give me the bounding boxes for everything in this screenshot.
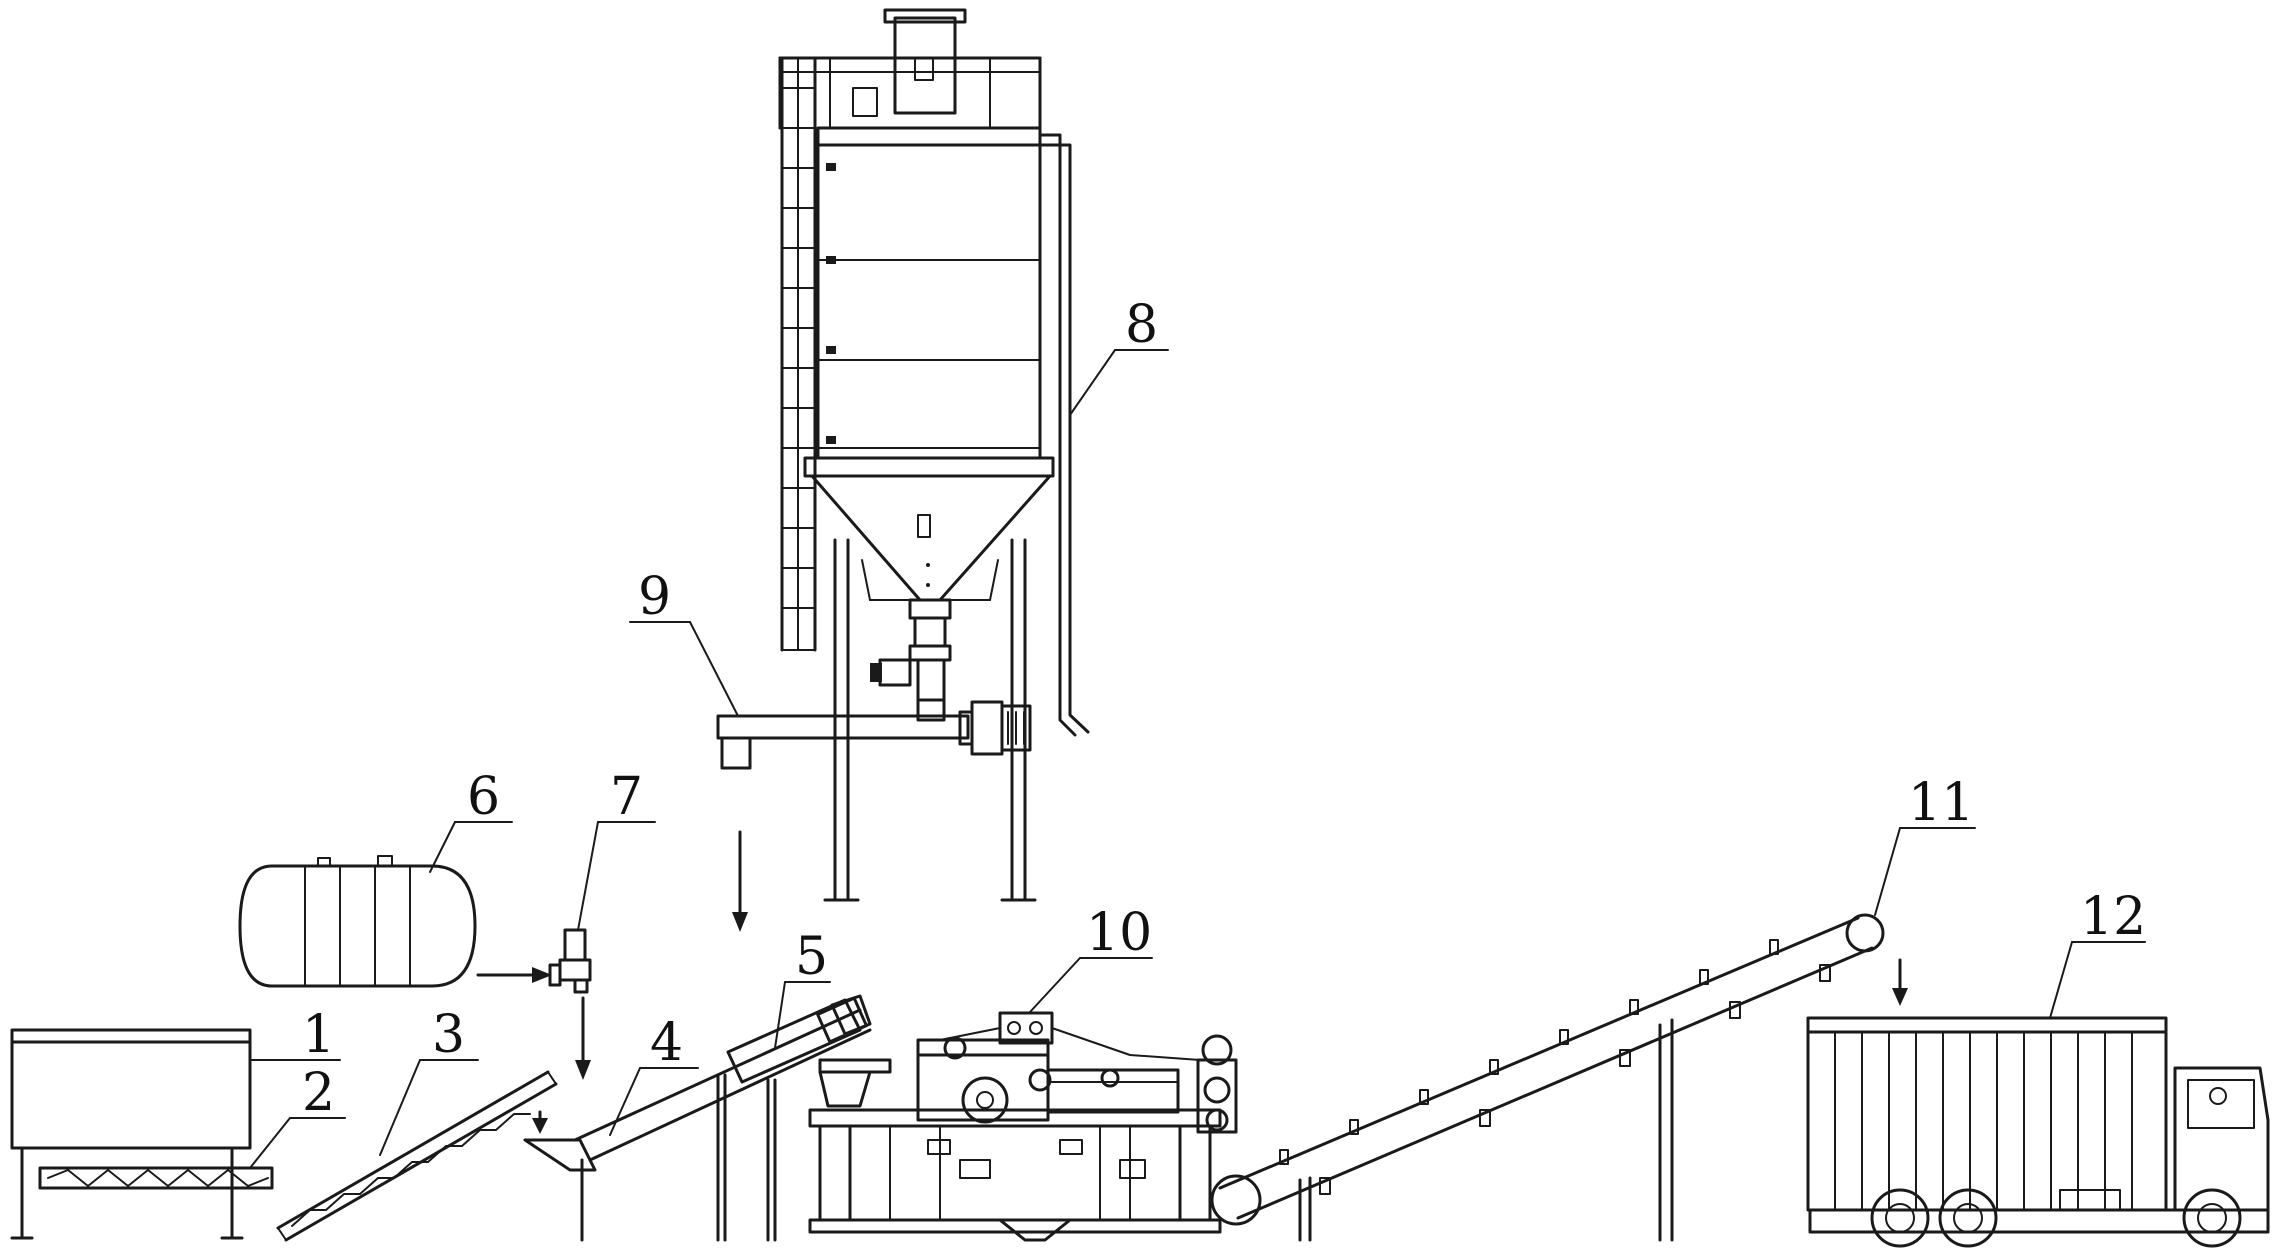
belt-filter-press-10 bbox=[808, 1011, 1238, 1242]
mixer-5 bbox=[726, 994, 872, 1242]
inclined-screw-4 bbox=[523, 1008, 872, 1242]
pump bbox=[548, 928, 592, 994]
discharge-conveyor-11 bbox=[1210, 913, 1885, 1242]
label-12: 12 bbox=[2080, 887, 2146, 947]
label-5: 5 bbox=[795, 927, 828, 987]
water-tank bbox=[238, 855, 477, 988]
silo bbox=[778, 8, 1090, 902]
label-6: 6 bbox=[467, 767, 500, 827]
label-4: 4 bbox=[650, 1013, 683, 1073]
flow-arrows bbox=[476, 830, 1908, 1134]
label-9: 9 bbox=[638, 567, 671, 627]
label-8: 8 bbox=[1125, 295, 1158, 355]
truck-wheel bbox=[1938, 1188, 1998, 1248]
label-2: 2 bbox=[302, 1063, 335, 1123]
truck-wheel bbox=[1870, 1188, 1930, 1248]
truck-wheel bbox=[2182, 1188, 2242, 1248]
inclined-conveyor-3 bbox=[276, 1070, 558, 1242]
belt-conveyor-2 bbox=[38, 1166, 274, 1190]
label-7: 7 bbox=[610, 767, 643, 827]
label-11: 11 bbox=[1908, 773, 1974, 833]
feed-hopper bbox=[10, 1028, 252, 1240]
screw-conveyor-9 bbox=[716, 700, 1032, 770]
truck bbox=[1806, 1016, 2270, 1248]
label-3: 3 bbox=[432, 1005, 465, 1065]
silo-roof-hut bbox=[893, 16, 957, 115]
valve-motor bbox=[878, 658, 912, 687]
label-1: 1 bbox=[302, 1005, 335, 1065]
callouts: 1 2 3 4 5 6 7 8 9 10 bbox=[249, 295, 2146, 1169]
silo-body bbox=[816, 126, 1042, 460]
label-10: 10 bbox=[1086, 903, 1152, 963]
silo-ladder bbox=[780, 56, 817, 652]
